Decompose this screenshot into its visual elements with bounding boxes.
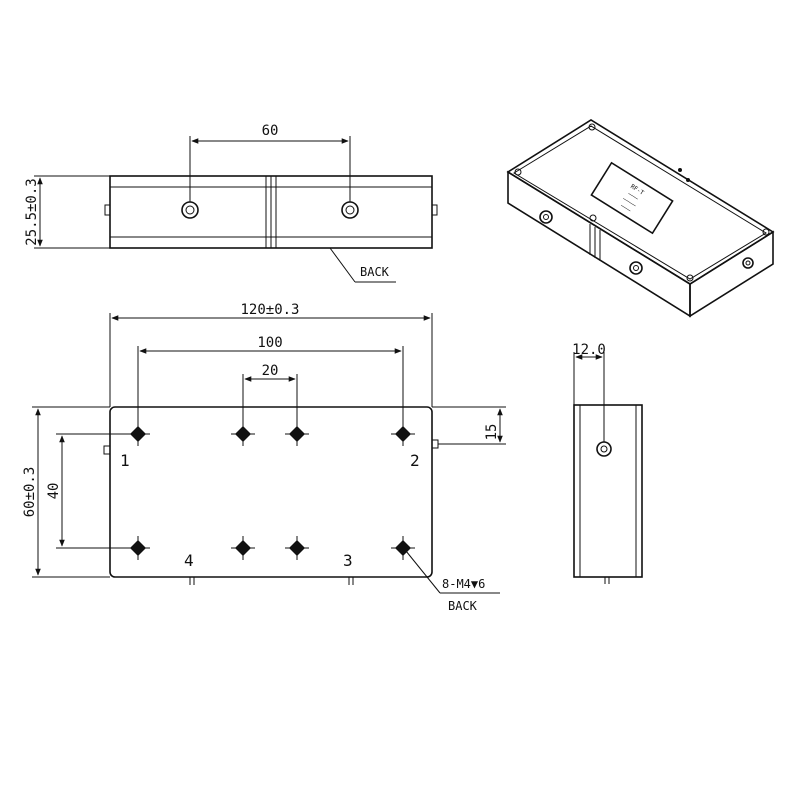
iso-front-face — [507, 170, 691, 318]
iso-right-face — [689, 230, 774, 318]
top-connector-right — [341, 201, 359, 219]
front-view: 1 2 3 4 120±0.3 100 20 60±0.3 40 15 — [22, 302, 506, 613]
hole-span-dim: 100 — [257, 335, 282, 351]
port-label-1: 1 — [120, 451, 130, 470]
mount-hole — [391, 536, 415, 560]
iso-connector-side — [742, 257, 754, 269]
front-view-body — [109, 406, 433, 578]
mount-hole — [391, 422, 415, 446]
center-span-dim: 20 — [262, 363, 279, 379]
iso-label-plate: RF-T ─── ──── ─── — [590, 161, 674, 235]
port-label-4: 4 — [184, 551, 194, 570]
mount-hole — [285, 536, 309, 560]
hole-note: 8-M4▼6 — [442, 577, 485, 591]
top-connector-left — [181, 201, 199, 219]
iso-connector-left — [539, 210, 553, 224]
iso-top-face — [506, 119, 775, 285]
iso-view: RF-T ─── ──── ─── — [506, 119, 775, 318]
side-offset-dim: 12.0 — [572, 342, 606, 358]
overall-height-dim: 60±0.3 — [22, 467, 38, 518]
top-height-dim: 25.5±0.3 — [24, 178, 40, 245]
port-label-2: 2 — [410, 451, 420, 470]
front-back-note: BACK — [448, 599, 478, 613]
top-width-dim: 60 — [262, 123, 279, 139]
side-connector — [596, 441, 612, 457]
overall-width-dim: 120±0.3 — [240, 302, 299, 318]
port-label-3: 3 — [343, 551, 353, 570]
mount-hole — [231, 536, 255, 560]
hole-height-dim: 40 — [46, 483, 62, 500]
iso-connector-right — [629, 261, 643, 275]
side-view: 12.0 — [572, 342, 643, 584]
edge-offset-dim: 15 — [484, 424, 500, 441]
side-view-body — [573, 404, 643, 578]
top-back-note: BACK — [360, 265, 390, 279]
top-view: 60 25.5±0.3 BACK — [24, 123, 438, 283]
